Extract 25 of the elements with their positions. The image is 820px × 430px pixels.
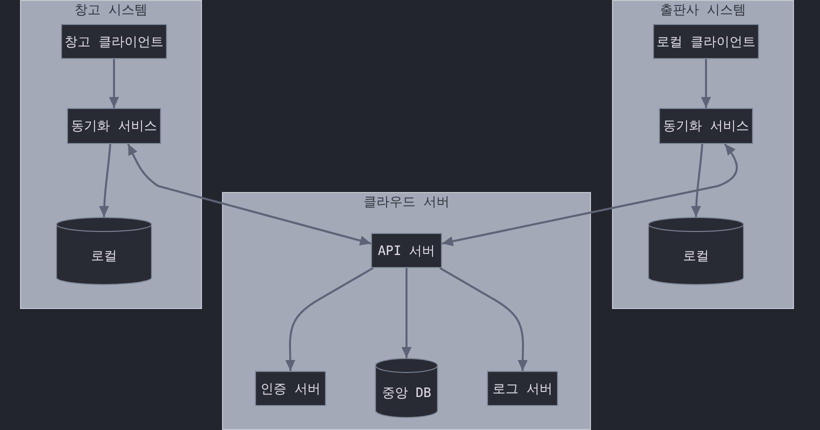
arrow — [99, 144, 112, 218]
arrow — [439, 267, 528, 372]
process-box: API 서버 — [371, 233, 442, 268]
group-panel — [20, 0, 202, 309]
database-cylinder: 로컬 — [56, 217, 152, 285]
group-panel — [612, 0, 794, 309]
group-title: 창고 시스템 — [74, 3, 148, 19]
arrow — [109, 59, 119, 108]
group-title: 출판사 시스템 — [660, 3, 746, 19]
arrow — [285, 267, 374, 372]
process-box: 동기화 서비스 — [67, 108, 161, 144]
group-title: 클라우드 서버 — [364, 195, 450, 211]
arrow — [691, 144, 704, 218]
process-box: 창고 클라이언트 — [61, 24, 167, 59]
process-box: 로그 서버 — [487, 371, 558, 406]
arrow — [442, 143, 738, 246]
process-box: 인증 서버 — [255, 371, 326, 406]
arrow — [127, 144, 372, 246]
process-box: 로컬 클라이언트 — [653, 24, 759, 59]
arrow — [402, 268, 412, 358]
group-panel — [222, 192, 591, 430]
database-cylinder: 로컬 — [648, 217, 744, 285]
process-box: 동기화 서비스 — [659, 108, 753, 144]
arrow — [701, 59, 711, 108]
database-cylinder: 중앙 DB — [375, 358, 438, 418]
